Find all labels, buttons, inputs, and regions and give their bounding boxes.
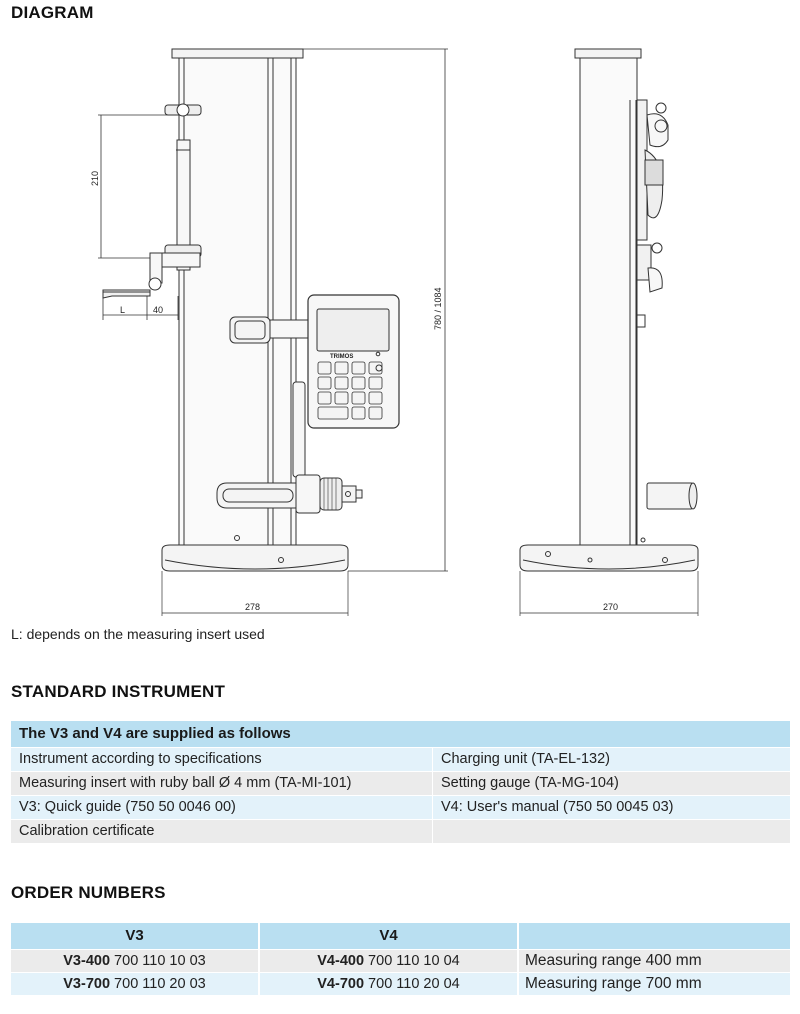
header-v4: V4 [260,923,517,949]
v3-order-cell: V3-400 700 110 10 03 [11,950,258,972]
table-row: Measuring insert with ruby ball Ø 4 mm (… [11,772,790,795]
table-row: V3-700 700 110 20 03 V4-700 700 110 20 0… [11,973,790,995]
standard-table-header: The V3 and V4 are supplied as follows [11,721,790,747]
orders-table: V3 V4 V3-400 700 110 10 03 V4-400 700 11… [11,923,790,996]
table-cell: Measuring insert with ruby ball Ø 4 mm (… [11,772,432,795]
range-description: Measuring range 400 mm [519,950,790,972]
dim-210: 210 [90,171,100,186]
table-cell: Setting gauge (TA-MG-104) [433,772,790,795]
diagram-title: DIAGRAM [11,3,94,22]
table-cell: V3: Quick guide (750 50 0046 00) [11,796,432,819]
dim-l: L [120,305,125,315]
dim-270: 270 [603,602,618,612]
v3-number: 700 110 20 03 [110,976,206,992]
v4-model: V4-400 [317,953,365,969]
table-cell: Calibration certificate [11,820,432,843]
technical-diagram: 210 40 L 780 / 1084 278 270 TRIMOS [0,30,800,625]
orders-table-header: V3 V4 [11,923,790,949]
table-cell: Charging unit (TA-EL-132) [433,748,790,771]
standard-table: The V3 and V4 are supplied as follows In… [11,721,790,844]
table-row: V3: Quick guide (750 50 0046 00) V4: Use… [11,796,790,819]
dim-780-1084: 780 / 1084 [433,287,443,330]
table-cell: V4: User's manual (750 50 0045 03) [433,796,790,819]
side-view [519,48,699,616]
v4-number: 700 110 10 04 [364,953,460,969]
table-row: Calibration certificate [11,820,790,843]
v4-model: V4-700 [317,976,365,992]
v4-order-cell: V4-700 700 110 20 04 [260,973,517,995]
v3-model: V3-400 [63,953,111,969]
header-v3: V3 [11,923,258,949]
trimos-logo: TRIMOS [330,354,353,360]
v3-model: V3-700 [63,976,111,992]
table-row: Instrument according to specifications C… [11,748,790,771]
orders-title: ORDER NUMBERS [11,883,166,902]
header-description [519,923,790,949]
table-row: V3-400 700 110 10 03 V4-400 700 110 10 0… [11,950,790,972]
table-cell [433,820,790,843]
v3-order-cell: V3-700 700 110 20 03 [11,973,258,995]
v4-number: 700 110 20 04 [364,976,460,992]
v3-number: 700 110 10 03 [110,953,206,969]
table-cell: Instrument according to specifications [11,748,432,771]
v4-order-cell: V4-400 700 110 10 04 [260,950,517,972]
dim-278: 278 [245,602,260,612]
dim-40: 40 [153,305,163,315]
diagram-note: L: depends on the measuring insert used [11,626,265,642]
range-description: Measuring range 700 mm [519,973,790,995]
front-view [98,48,448,616]
standard-title: STANDARD INSTRUMENT [11,682,226,701]
